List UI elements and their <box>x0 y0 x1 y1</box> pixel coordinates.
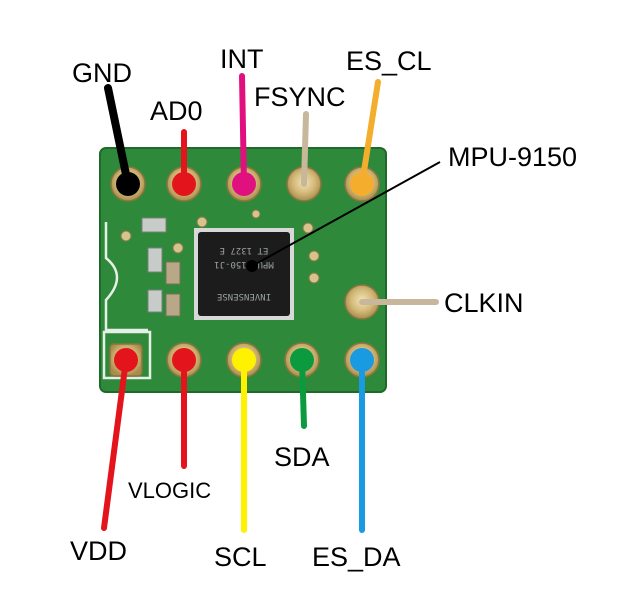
chip-marking: ET 1327 E <box>220 245 269 255</box>
chip-marking: INVENSENSE <box>217 291 271 301</box>
dot-vlogic <box>172 348 196 372</box>
capacitor-component <box>165 293 181 317</box>
label-vdd: VDD <box>70 536 127 566</box>
leader-es-cl <box>359 79 381 187</box>
capacitor-component <box>147 289 163 313</box>
dot-scl <box>232 348 256 372</box>
label-vlogic: VLOGIC <box>128 478 211 503</box>
label-int: INT <box>220 44 264 74</box>
dot-sda <box>290 348 314 372</box>
leader-fsync <box>301 111 309 187</box>
dot-vdd <box>114 348 138 372</box>
leader-int <box>239 73 247 187</box>
leader-gnd <box>104 84 132 188</box>
dot-int <box>232 172 256 196</box>
label-es-da: ES_DA <box>312 542 401 572</box>
label-gnd: GND <box>72 58 132 88</box>
silkscreen-pin1-box <box>102 330 152 380</box>
leader-chip <box>251 161 441 267</box>
label-es-cl: ES_CL <box>346 46 432 76</box>
label-sda: SDA <box>274 442 330 472</box>
label-fsync: FSYNC <box>254 82 346 112</box>
capacitor-component <box>141 217 167 233</box>
silkscreen-outline <box>104 222 148 332</box>
label-scl: SCL <box>214 542 267 572</box>
mpu9150-chip: ET 1327 E MPU-9150-J1 INVENSENSE <box>194 228 294 320</box>
label-ad0: AD0 <box>150 96 203 126</box>
dot-es-da <box>350 348 374 372</box>
chip-marking: MPU-9150-J1 <box>214 259 274 269</box>
leader-vdd <box>101 357 129 531</box>
capacitor-component <box>147 247 163 273</box>
label-clkin: CLKIN <box>444 288 524 318</box>
capacitor-component <box>165 261 181 285</box>
dot-gnd <box>116 172 140 196</box>
via-holes <box>120 209 320 284</box>
dot-ad0 <box>172 172 196 196</box>
dot-es-cl <box>350 172 374 196</box>
label-chip: MPU-9150 <box>448 142 577 172</box>
